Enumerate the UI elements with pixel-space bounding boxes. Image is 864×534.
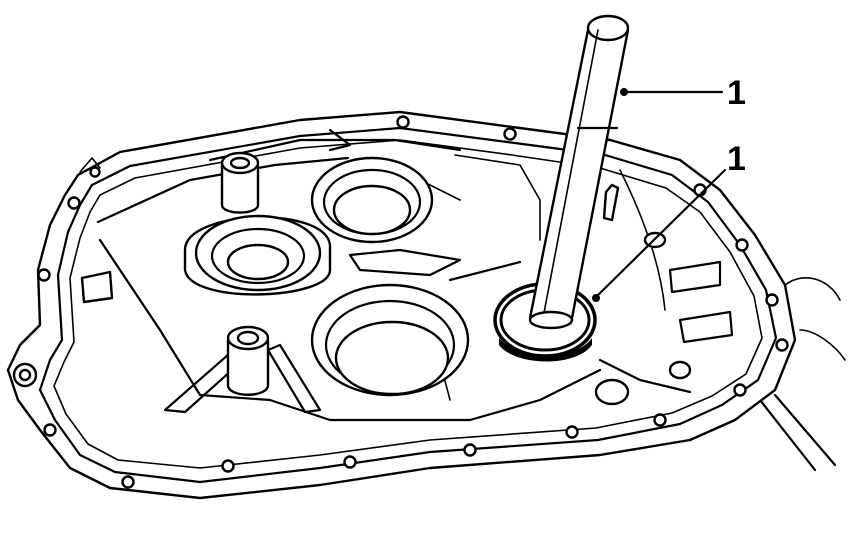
case-bosses xyxy=(220,151,620,396)
background-housing-lines xyxy=(758,276,846,472)
flange-tab xyxy=(79,157,114,304)
lower-bearing-bore xyxy=(310,283,470,397)
callout-dot xyxy=(592,294,600,302)
left-bearing-bore xyxy=(183,214,332,296)
flange-bolt-holes xyxy=(12,115,789,489)
upper-bearing-bore xyxy=(310,156,434,244)
callout-leaders xyxy=(592,88,727,302)
callout-label-seal: 1 xyxy=(727,140,746,178)
callout-label-tool: 1 xyxy=(727,74,746,112)
seal-installer-tool xyxy=(528,14,630,330)
callout-dot xyxy=(620,88,628,96)
